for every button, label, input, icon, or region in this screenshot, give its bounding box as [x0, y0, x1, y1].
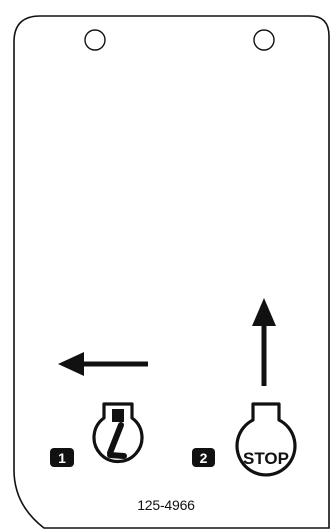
ignition-key-icon: [92, 402, 144, 464]
stop-button-icon: STOP: [235, 402, 297, 477]
arrow-left-icon: [58, 352, 148, 376]
mounting-hole-left: [84, 29, 106, 51]
part-number: 125-4966: [137, 497, 195, 513]
decal-outline: [13, 15, 330, 529]
step-2-badge: 2: [192, 448, 215, 467]
stop-label: STOP: [243, 449, 289, 468]
arrow-up-icon: [252, 298, 276, 386]
step-1-badge: 1: [50, 448, 74, 467]
mounting-hole-right: [253, 29, 275, 51]
step-1-number: 1: [58, 450, 66, 466]
step-2-number: 2: [200, 450, 208, 466]
